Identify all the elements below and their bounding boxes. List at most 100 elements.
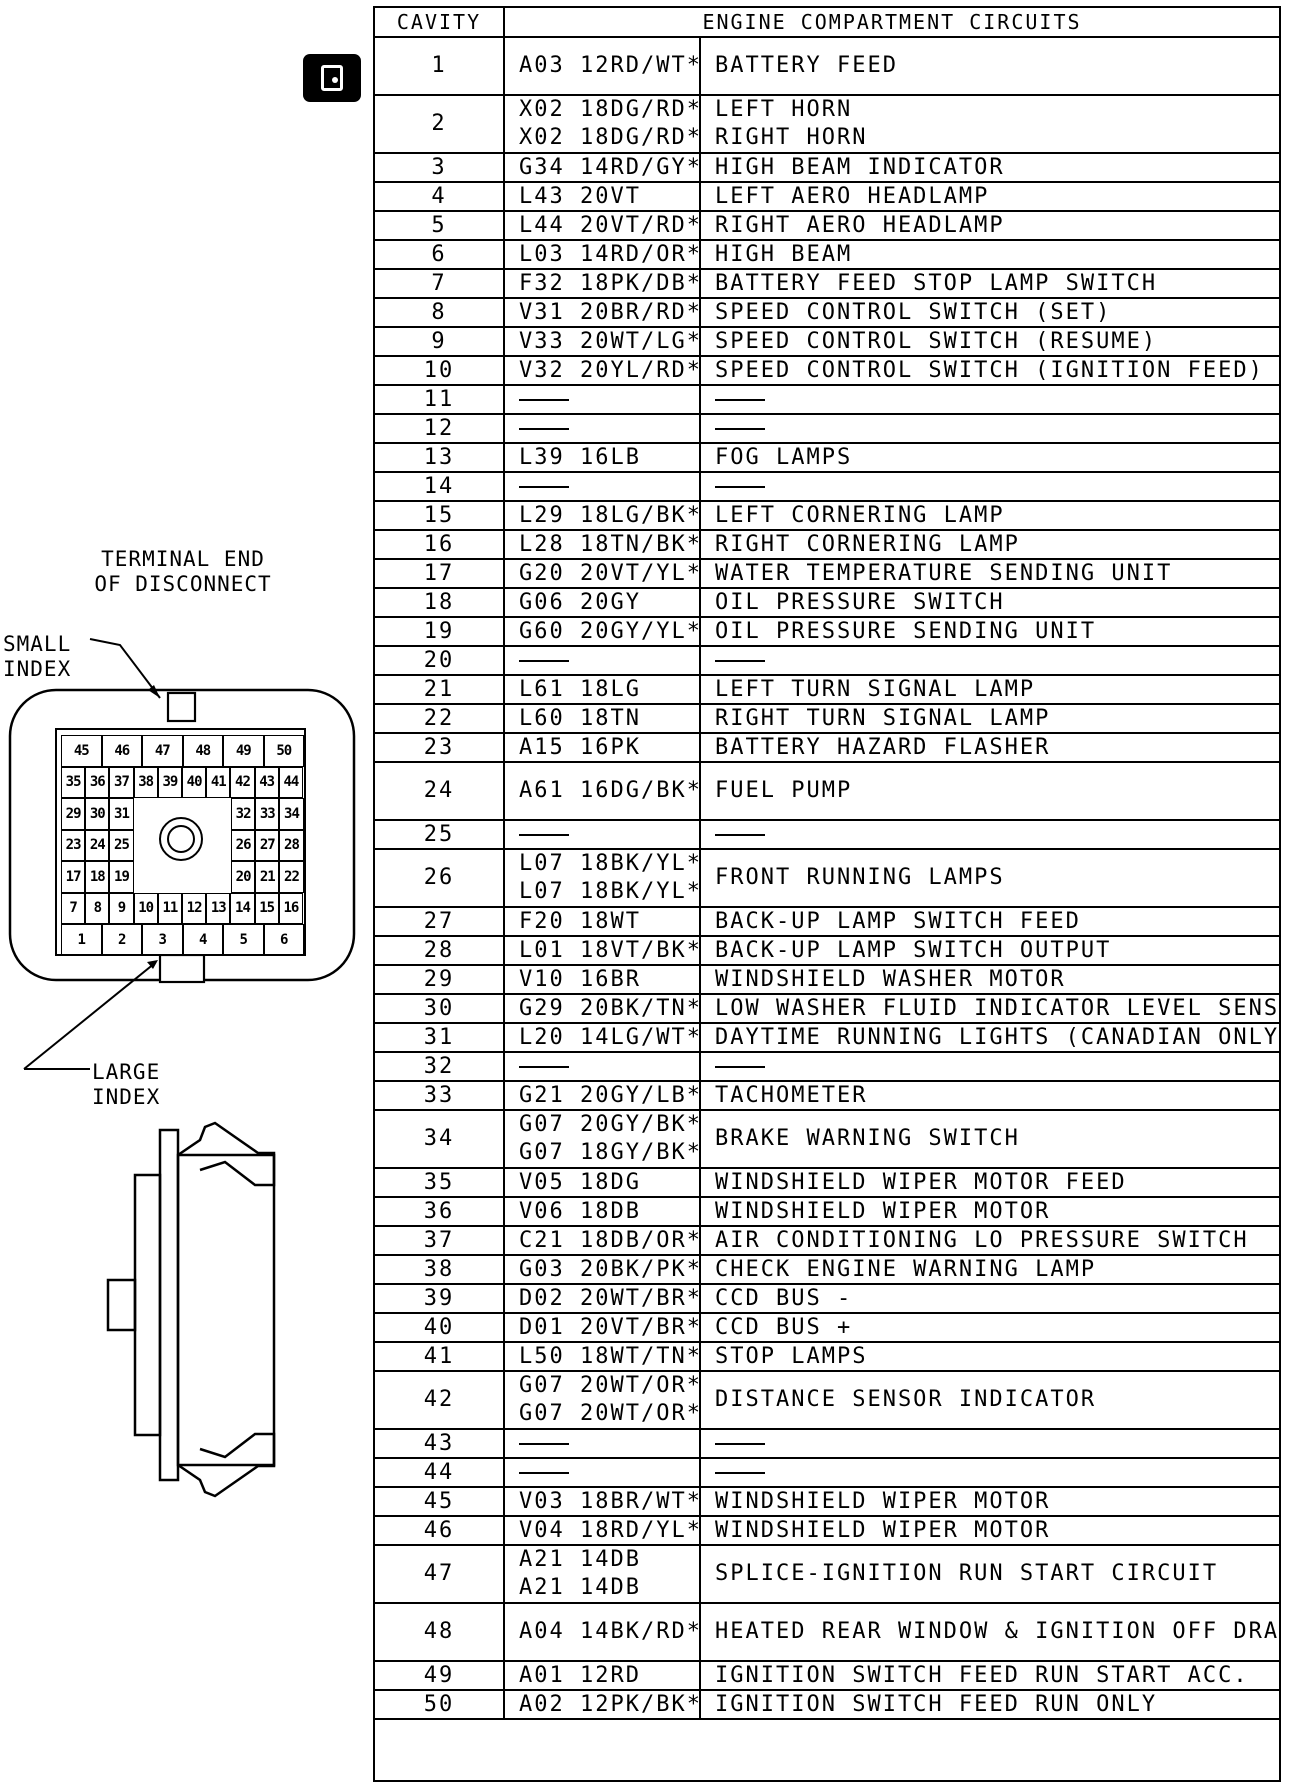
wire-code: L50 18WT/TN* xyxy=(519,1343,701,1369)
empty-dash xyxy=(715,659,765,662)
wire-code: L61 18LG xyxy=(519,676,641,702)
wire-code: V03 18BR/WT* xyxy=(519,1488,701,1514)
connector-pin: 7 xyxy=(61,892,86,924)
cavity-number: 42 xyxy=(375,1372,505,1428)
small-index-label: SMALL INDEX xyxy=(3,632,72,681)
wire-code-cell: V05 18DG xyxy=(505,1169,701,1196)
wire-code: L20 14LG/WT* xyxy=(519,1024,701,1050)
circuit-description-cell xyxy=(701,821,1279,848)
circuit-description-cell xyxy=(701,415,1279,442)
circuit-description: DISTANCE SENSOR INDICATOR xyxy=(715,1387,1097,1412)
empty-dash xyxy=(715,398,765,401)
circuit-description-cell: AIR CONDITIONING LO PRESSURE SWITCH xyxy=(701,1227,1279,1254)
wire-code-cell: V33 20WT/LG* xyxy=(505,328,701,355)
wire-code: G34 14RD/GY* xyxy=(519,154,701,180)
connector-pin: 15 xyxy=(254,892,279,924)
circuit-description-cell: CCD BUS - xyxy=(701,1285,1279,1312)
cavity-number: 37 xyxy=(375,1227,505,1254)
table-header: CAVITY ENGINE COMPARTMENT CIRCUITS xyxy=(375,8,1279,38)
empty-dash xyxy=(519,1065,569,1068)
circuit-description: LEFT TURN SIGNAL LAMP xyxy=(715,676,1036,702)
connector-pin: 20 xyxy=(231,861,256,893)
wire-code-cell: G29 20BK/TN* xyxy=(505,995,701,1022)
cavity-number: 40 xyxy=(375,1314,505,1341)
wire-code: G29 20BK/TN* xyxy=(519,995,701,1021)
connector-pin: 37 xyxy=(109,766,134,798)
wire-code: V05 18DG xyxy=(519,1169,641,1195)
connector-pin: 4 xyxy=(182,924,223,956)
circuit-description: LEFT CORNERING LAMP xyxy=(715,502,1005,528)
connector-pin: 46 xyxy=(101,735,142,767)
circuit-description: LEFT HORN xyxy=(715,97,853,122)
wire-code-cell: V04 18RD/YL* xyxy=(505,1517,701,1544)
circuit-description: RIGHT HORN xyxy=(715,125,868,150)
wire-code: L28 18TN/BK* xyxy=(519,531,701,557)
wire-code: L03 14RD/OR* xyxy=(519,241,701,267)
wire-code-cell: G21 20GY/LB* xyxy=(505,1082,701,1109)
wire-code: A61 16DG/BK* xyxy=(519,778,701,803)
circuit-description: CHECK ENGINE WARNING LAMP xyxy=(715,1256,1097,1282)
wire-code-cell xyxy=(505,647,701,674)
connector-pin: 35 xyxy=(61,766,86,798)
connector-pin: 18 xyxy=(85,861,110,893)
circuit-description: HIGH BEAM xyxy=(715,241,853,267)
wire-code: A15 16PK xyxy=(519,734,641,760)
connector-pin: 16 xyxy=(278,892,303,924)
circuit-description-cell xyxy=(701,1430,1279,1457)
connector-pin: 6 xyxy=(263,924,304,956)
circuit-description-cell: LEFT HORN RIGHT HORN xyxy=(701,96,1279,152)
circuit-description: RIGHT AERO HEADLAMP xyxy=(715,212,1005,238)
connector-pin: 41 xyxy=(206,766,231,798)
table-row: 14 xyxy=(375,473,1279,502)
cavity-number: 44 xyxy=(375,1459,505,1486)
circuit-description: IGNITION SWITCH FEED RUN START ACC. xyxy=(715,1662,1249,1688)
cavity-number: 32 xyxy=(375,1053,505,1080)
empty-dash xyxy=(519,427,569,430)
wire-code-cell: L01 18VT/BK* xyxy=(505,937,701,964)
circuit-description: OIL PRESSURE SWITCH xyxy=(715,589,1005,615)
cavity-number: 19 xyxy=(375,618,505,645)
circuit-description: OIL PRESSURE SENDING UNIT xyxy=(715,618,1097,644)
circuit-description: LOW WASHER FLUID INDICATOR LEVEL SENSOR xyxy=(715,995,1279,1021)
wire-code: V04 18RD/YL* xyxy=(519,1517,701,1543)
circuit-description: BATTERY HAZARD FLASHER xyxy=(715,734,1051,760)
circuit-description-cell: WATER TEMPERATURE SENDING UNIT xyxy=(701,560,1279,587)
wire-code: G07 20GY/BK* xyxy=(519,1112,701,1137)
wire-code-cell: L61 18LG xyxy=(505,676,701,703)
circuit-description-cell: SPEED CONTROL SWITCH (RESUME) xyxy=(701,328,1279,355)
connector-pin: 31 xyxy=(109,798,134,830)
wire-code: L43 20VT xyxy=(519,183,641,209)
circuit-description-cell: LOW WASHER FLUID INDICATOR LEVEL SENSOR xyxy=(701,995,1279,1022)
connector-pin: 3 xyxy=(142,924,183,956)
connector-pin: 34 xyxy=(279,798,304,830)
wire-code: X02 18DG/RD* xyxy=(519,97,701,122)
circuit-description: HEATED REAR WINDOW & IGNITION OFF DRAW xyxy=(715,1619,1279,1644)
circuit-description: FOG LAMPS xyxy=(715,444,853,470)
circuit-description: SPEED CONTROL SWITCH (RESUME) xyxy=(715,328,1158,354)
cavity-number: 6 xyxy=(375,241,505,268)
circuit-description: HIGH BEAM INDICATOR xyxy=(715,154,1005,180)
connector-pin: 13 xyxy=(206,892,231,924)
connector-side-view xyxy=(106,1121,276,1498)
cavity-number: 24 xyxy=(375,763,505,819)
circuit-description-cell: IGNITION SWITCH FEED RUN ONLY xyxy=(701,1691,1279,1718)
connector-pin: 24 xyxy=(85,829,110,861)
circuit-description-cell: SPLICE-IGNITION RUN START CIRCUIT xyxy=(701,1546,1279,1602)
connector-pin: 29 xyxy=(61,798,86,830)
circuit-description-cell: SPEED CONTROL SWITCH (IGNITION FEED) xyxy=(701,357,1279,384)
cavity-number: 9 xyxy=(375,328,505,355)
connector-pin: 48 xyxy=(182,735,223,767)
connector-pin: 12 xyxy=(182,892,207,924)
